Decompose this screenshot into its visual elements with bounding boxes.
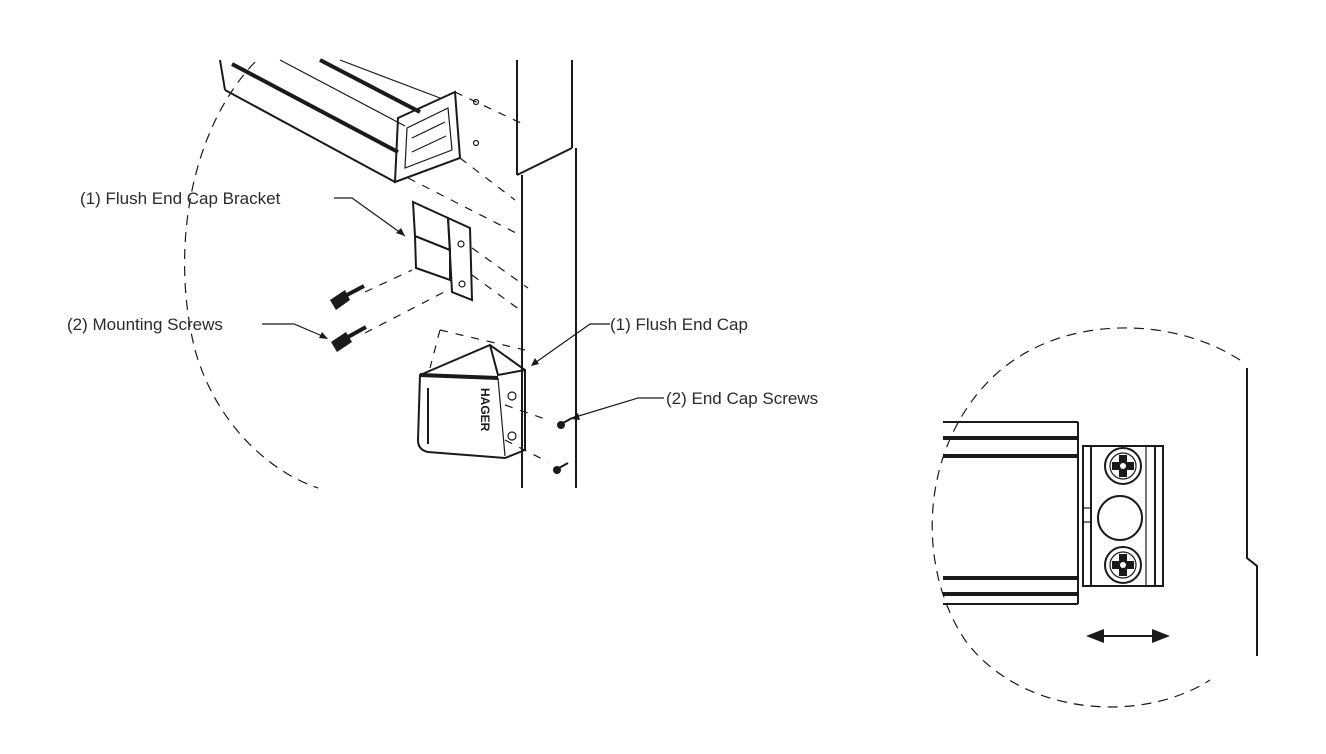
alignment-lines	[364, 91, 549, 463]
leader-bracket	[334, 197, 406, 237]
rail-end-view	[943, 421, 1079, 605]
leader-end-cap-arrow	[531, 358, 539, 366]
callout-mounting-screws: (2) Mounting Screws	[67, 315, 223, 334]
rail-extrusion	[219, 58, 462, 184]
hole-bottom	[472, 139, 480, 147]
leader-end-cap-screws	[571, 397, 664, 419]
phillips-screw-bottom	[1104, 546, 1142, 584]
hole-top	[472, 98, 480, 106]
leader-mounting-screws-arrow	[319, 332, 328, 339]
mounting-screw-1	[330, 284, 365, 310]
end-cap-block	[1082, 445, 1164, 587]
end-cap-bracket	[411, 200, 474, 302]
end-cap-screw-2	[553, 462, 569, 474]
leader-end-cap	[531, 323, 610, 366]
detail-circle-left	[183, 61, 319, 489]
detail-view	[931, 327, 1258, 708]
leader-mounting-screws	[262, 323, 328, 339]
detail-circle-right	[931, 327, 1241, 708]
end-cap-screw-1	[557, 417, 573, 429]
exploded-view: HAGER (1) Flush End Cap Bracket (2) Moun…	[67, 58, 818, 489]
flush-end-cap: HAGER	[416, 343, 526, 460]
mounting-screw-2	[331, 325, 367, 352]
callout-flush-end-cap: (1) Flush End Cap	[610, 315, 748, 334]
callout-flush-end-cap-bracket: (1) Flush End Cap Bracket	[80, 189, 281, 208]
phillips-screw-top	[1104, 447, 1142, 485]
mounting-post	[516, 60, 577, 488]
adjust-arrow-icon	[1086, 629, 1170, 643]
wall-edge	[1246, 368, 1258, 656]
brand-mark: HAGER	[478, 388, 492, 432]
leader-bracket-arrow	[396, 228, 405, 236]
callout-end-cap-screws: (2) End Cap Screws	[666, 389, 818, 408]
leader-end-cap-screws-arrow	[571, 413, 580, 420]
